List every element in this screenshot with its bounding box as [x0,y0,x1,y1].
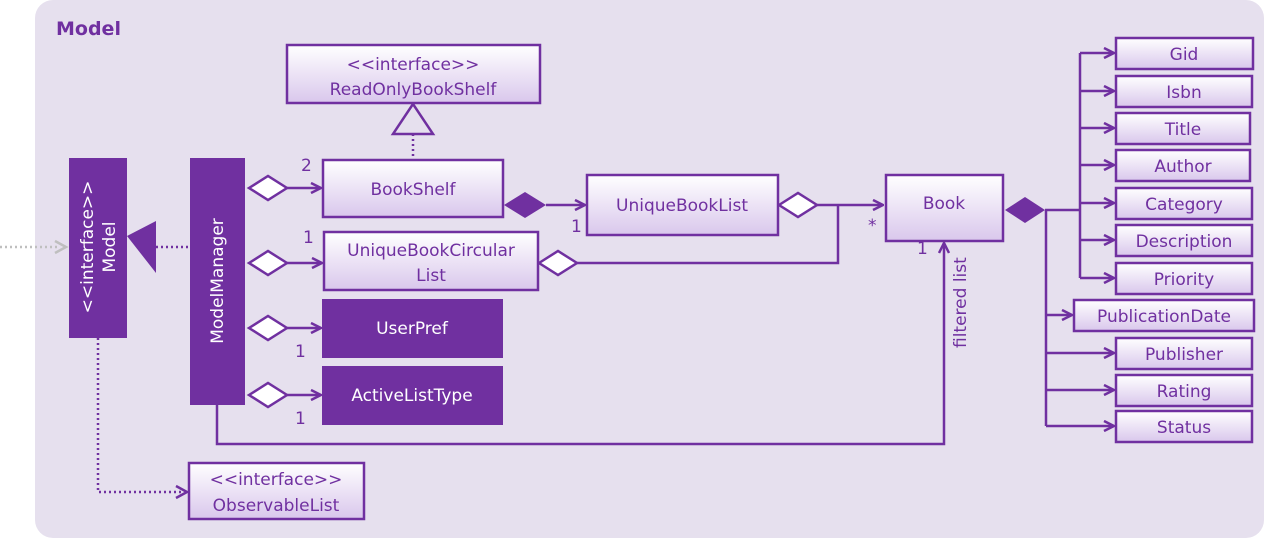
attribute-title: Title [1114,111,1252,146]
class-unique-book-circular-list: UniqueBookCircular List [322,230,540,292]
composition-book-attributes [1005,53,1114,426]
model-observablelist-arrowhead [175,484,190,500]
multiplicity-circular-list: 1 [303,228,314,248]
bookshelf-name: BookShelf [370,180,456,200]
aggregation-active-list-type [246,381,321,409]
multiplicity-bookshelf: 2 [301,156,312,176]
multiplicity-active-list-type: 1 [295,409,306,429]
user-pref-name: UserPref [376,319,449,339]
filtered-list-label: filtered list [951,257,971,348]
attribute-gid: Gid [1114,36,1255,71]
observable-list-name: ObservableList [213,496,340,516]
attribute-title-label: Title [1164,120,1201,140]
class-active-list-type: ActiveListType [322,366,503,425]
attribute-category-label: Category [1145,195,1223,215]
multiplicity-unique-book-list: 1 [571,217,582,237]
model-observablelist-edge [96,338,184,494]
aggregation-circular-list [246,249,322,277]
multiplicity-book-filtered: 1 [917,239,928,259]
attribute-priority-label: Priority [1154,270,1215,290]
attribute-priority: Priority [1114,261,1254,296]
attribute-rating-label: Rating [1157,382,1212,402]
attribute-author: Author [1114,148,1252,183]
readonly-bookshelf-name: ReadOnlyBookShelf [330,80,498,100]
model-interface-name: Model [100,221,120,272]
attribute-publication-date: PublicationDate [1072,298,1256,333]
attribute-status: Status [1114,409,1254,444]
filtered-list-edge [215,243,944,446]
attribute-rating: Rating [1114,373,1254,408]
attribute-author-label: Author [1154,157,1211,177]
attribute-category: Category [1114,186,1254,221]
package-title: Model [56,18,121,40]
realization-arrowhead-readonly [390,101,436,136]
aggregation-circular-book [536,205,840,277]
class-bookshelf: BookShelf [321,158,505,219]
attribute-gid-label: Gid [1170,45,1199,65]
composition-unique-book-list [504,192,585,218]
attribute-description: Description [1114,223,1254,258]
readonly-bookshelf-stereotype: <<interface>> [347,55,480,75]
attribute-publisher: Publisher [1114,336,1254,371]
class-observable-list: <<interface>> ObservableList [187,461,366,521]
aggregation-book [776,191,883,219]
attribute-description-label: Description [1136,232,1233,252]
multiplicity-user-pref: 1 [295,342,306,362]
attribute-publication-date-label: PublicationDate [1097,307,1231,327]
class-book: Book [884,173,1005,243]
class-user-pref: UserPref [322,299,503,358]
attribute-isbn-label: Isbn [1166,83,1201,103]
attribute-status-label: Status [1157,418,1211,438]
model-interface-stereotype: <<interface>> [78,181,98,314]
attribute-publisher-label: Publisher [1145,345,1223,365]
book-name: Book [923,194,965,214]
class-unique-book-list: UniqueBookList [585,173,780,237]
circular-list-name-line2: List [416,266,446,286]
class-model-manager: ModelManager [190,158,245,405]
unique-book-list-name: UniqueBookList [616,196,748,216]
class-readonly-bookshelf: <<interface>> ReadOnlyBookShelf [285,43,542,105]
class-model-interface: <<interface>> Model [69,158,127,338]
aggregation-user-pref [246,314,321,342]
attribute-isbn: Isbn [1114,74,1254,109]
model-manager-name: ModelManager [208,218,228,344]
multiplicity-book-many: * [868,216,877,236]
observable-list-stereotype: <<interface>> [210,470,343,490]
circular-list-name-line1: UniqueBookCircular [347,241,515,261]
aggregation-bookshelf [246,174,321,202]
active-list-type-name: ActiveListType [351,386,472,406]
external-dependency-arrowhead [54,239,69,255]
realization-arrowhead-model [127,221,156,273]
